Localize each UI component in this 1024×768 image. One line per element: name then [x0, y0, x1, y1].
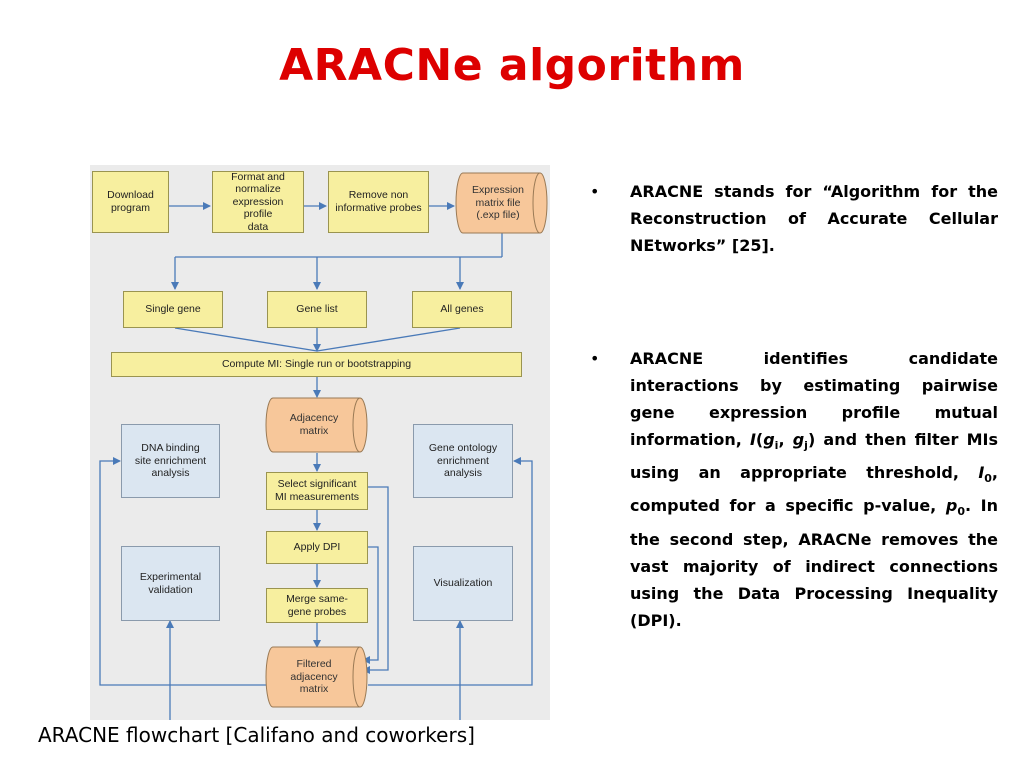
single-gene-box: Single gene	[123, 291, 223, 328]
all-genes-box: All genes	[412, 291, 512, 328]
bullet-marker: •	[590, 182, 600, 201]
bullet-text-method: ARACNE identifies candidate interactions…	[630, 345, 998, 634]
subscript-j: j	[804, 439, 808, 453]
experimental-validation-box: Experimental validation	[121, 546, 220, 621]
aracne-flowchart: Download program Format and normalize ex…	[90, 165, 550, 720]
method-text-part3: , computed for a specific p-value,	[630, 463, 998, 516]
bullet-item-method: • ARACNE identifies candidate interactio…	[586, 345, 998, 634]
method-text-part2: ) and then filter MIs using an appropria…	[630, 430, 998, 483]
format-normalize-box: Format and normalize expression profile …	[212, 171, 304, 233]
gene-symbol-j: g	[792, 430, 805, 449]
select-significant-box: Select significant MI measurements	[266, 472, 368, 510]
mi-symbol: I	[749, 430, 756, 449]
loop-left-dna	[99, 457, 268, 686]
gene-symbol-i: g	[763, 430, 775, 449]
apply-dpi-box: Apply DPI	[266, 531, 368, 564]
bypass-select-filtered	[362, 486, 389, 674]
slide-title: ARACNe algorithm	[279, 40, 745, 91]
flowchart-connectors	[99, 172, 548, 720]
pvalue-subscript: 0	[957, 505, 965, 519]
method-text-part4: . In the second step, ARACNe removes the…	[630, 496, 998, 630]
threshold-subscript: 0	[984, 472, 992, 486]
merge-probes-box: Merge same- gene probes	[266, 588, 368, 623]
expression-matrix-label: Expression matrix file (.exp file)	[472, 184, 524, 222]
method-text-part1: ARACNE identifies candidate interactions…	[630, 349, 998, 449]
dna-binding-box: DNA binding site enrichment analysis	[121, 424, 220, 498]
pvalue-symbol: p	[945, 496, 958, 516]
bullet-marker: •	[590, 349, 600, 368]
filtered-cylinder	[265, 646, 368, 708]
converge-single	[174, 327, 318, 352]
adjacency-matrix-label: Adjacency matrix	[289, 412, 339, 437]
download-program-box: Download program	[92, 171, 169, 233]
visualization-box: Visualization	[413, 546, 513, 621]
subscript-i: i	[774, 439, 779, 453]
mi-open-paren: (	[755, 430, 764, 449]
bullet-list: • ARACNE stands for “Algorithm for the R…	[586, 178, 998, 634]
expression-cylinder	[455, 172, 548, 234]
filtered-adjacency-label: Filtered adjacency matrix	[290, 658, 338, 696]
bullet-item-definition: • ARACNE stands for “Algorithm for the R…	[586, 178, 998, 259]
bullet-text-definition: ARACNE stands for “Algorithm for the Rec…	[630, 182, 998, 255]
gene-ontology-box: Gene ontology enrichment analysis	[413, 424, 513, 498]
bypass-dpi-filtered	[362, 546, 379, 664]
remove-probes-box: Remove non informative probes	[328, 171, 429, 233]
adjacency-cylinder	[265, 397, 368, 453]
flowchart-caption: ARACNE flowchart [Califano and coworkers…	[38, 723, 475, 747]
gene-list-box: Gene list	[267, 291, 367, 328]
compute-mi-box: Compute MI: Single run or bootstrapping	[111, 352, 522, 377]
mi-comma: ,	[778, 430, 793, 449]
converge-all	[316, 327, 461, 352]
loop-right-go	[368, 457, 533, 686]
threshold-symbol: I	[978, 463, 985, 483]
